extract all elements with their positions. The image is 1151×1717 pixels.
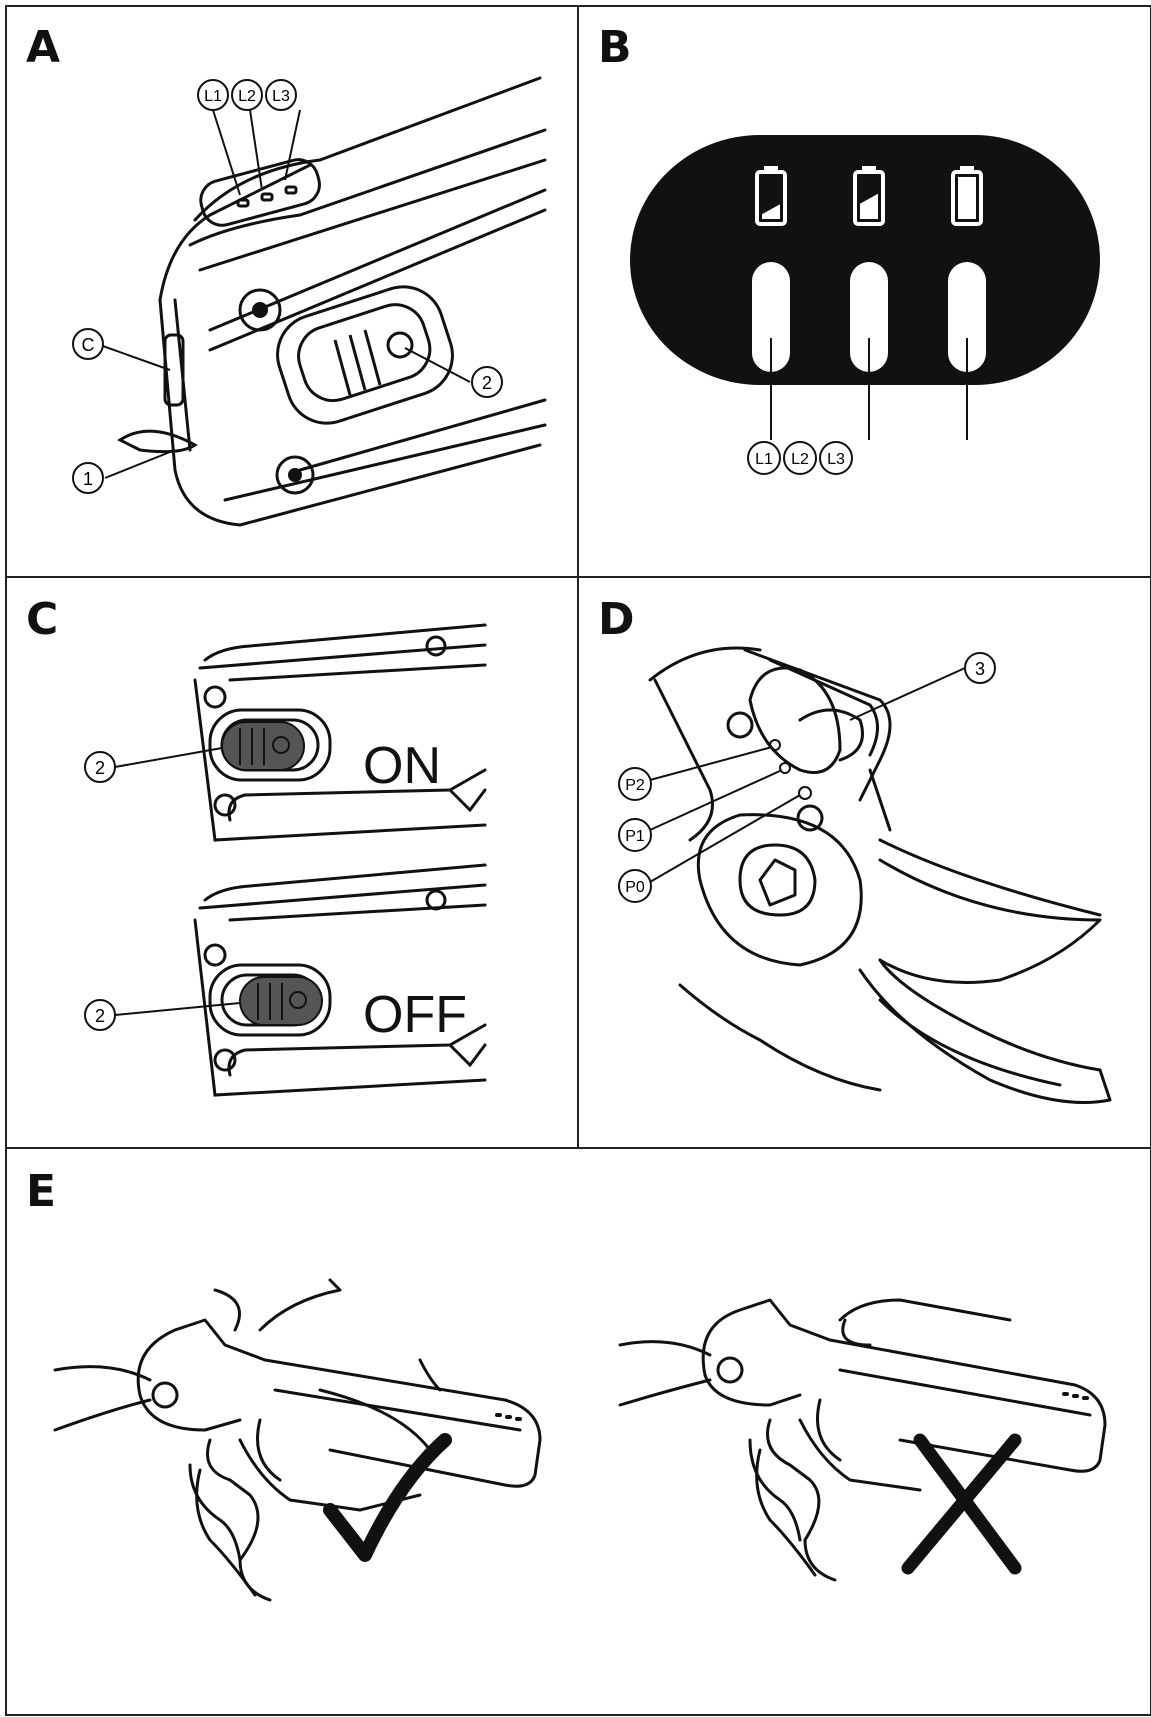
state-on-label: ON	[363, 737, 441, 795]
callout-l3: L3	[265, 79, 297, 111]
led-l1	[752, 262, 790, 372]
battery-icon	[951, 166, 983, 226]
callout-b-l1: L1	[747, 441, 781, 475]
svg-text:L3: L3	[827, 451, 845, 468]
cross-mark-icon	[901, 1433, 1022, 1575]
pivot-icon	[151, 1381, 179, 1409]
screw-icon	[275, 455, 315, 495]
correct-grip-illustration	[53, 1278, 542, 1602]
screw-icon	[796, 804, 824, 832]
pivot-icon	[716, 1356, 744, 1384]
svg-text:L3: L3	[272, 88, 290, 105]
svg-text:C: C	[82, 335, 95, 355]
leader-c-off	[114, 1002, 241, 1016]
panel-b-leaders	[770, 338, 968, 440]
svg-text:L1: L1	[755, 451, 773, 468]
svg-text:P1: P1	[625, 828, 645, 845]
state-off-label: OFF	[363, 986, 467, 1044]
led-l3	[948, 262, 986, 372]
screw-icon	[238, 288, 282, 332]
switch-ribs-on	[239, 728, 290, 765]
panel-d-leaders	[649, 667, 966, 883]
callout-b-l3: L3	[819, 441, 853, 475]
callout-p0: P0	[618, 869, 652, 903]
panel-a-label: A	[26, 22, 61, 73]
callout-3: 3	[964, 652, 996, 684]
led-window	[199, 158, 321, 227]
position-markers	[769, 739, 812, 800]
led-dots-right	[1062, 1392, 1089, 1400]
callout-p2: P2	[618, 767, 652, 801]
callout-2: 2	[471, 366, 503, 398]
callout-c-off: 2	[84, 999, 116, 1031]
panel-b-label: B	[598, 22, 632, 73]
switch-ribs-off	[257, 983, 307, 1020]
pruner-head	[648, 646, 1112, 1104]
leader-lines	[99, 109, 471, 479]
panel-e-label: E	[26, 1166, 57, 1217]
svg-text:P0: P0	[625, 879, 645, 896]
lanyard-loop	[117, 333, 198, 454]
svg-text:2: 2	[95, 1006, 105, 1026]
callout-c: C	[72, 328, 104, 360]
svg-text:1: 1	[83, 469, 93, 489]
svg-text:2: 2	[95, 758, 105, 778]
pruner-handle-top-view	[158, 76, 547, 527]
svg-text:L2: L2	[238, 88, 256, 105]
wrong-grip-illustration	[618, 1298, 1107, 1582]
callout-l2: L2	[231, 79, 263, 111]
svg-text:L2: L2	[791, 451, 809, 468]
callout-l1: L1	[197, 79, 229, 111]
screw-icon	[726, 711, 754, 739]
svg-text:2: 2	[482, 373, 492, 393]
panel-c-label: C	[26, 594, 59, 645]
callout-c-on: 2	[84, 751, 116, 783]
battery-indicators	[755, 166, 983, 226]
battery-icon	[853, 166, 885, 226]
svg-text:L1: L1	[204, 88, 222, 105]
callout-1: 1	[72, 462, 104, 494]
check-mark-icon	[323, 1433, 452, 1562]
screw-center-icon	[252, 302, 268, 318]
panel-d-label: D	[598, 594, 635, 645]
callout-p1: P1	[618, 818, 652, 852]
svg-text:P2: P2	[625, 777, 645, 794]
leader-c-on	[114, 747, 223, 768]
handle-off-state	[193, 863, 487, 1097]
screw-center-icon	[288, 468, 302, 482]
callout-b-l2: L2	[783, 441, 817, 475]
led-l2	[850, 262, 888, 372]
switch-recess	[276, 285, 454, 425]
svg-text:3: 3	[975, 659, 985, 679]
led-dots-left	[495, 1413, 522, 1421]
battery-icon	[755, 166, 787, 226]
